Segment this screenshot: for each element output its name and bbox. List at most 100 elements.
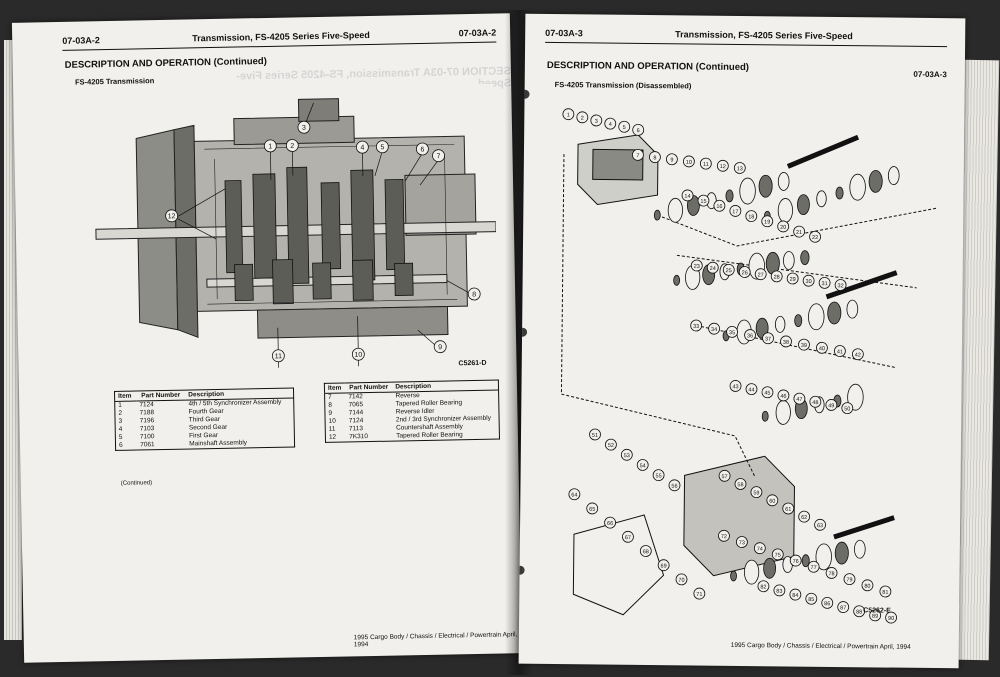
callout-label: 34 [711, 327, 717, 333]
callout-label: 87 [840, 605, 846, 611]
callout-label: 10 [354, 352, 362, 359]
callout-circle [632, 149, 644, 161]
callout-circle [869, 609, 882, 622]
callout-circle [816, 341, 828, 354]
assembly-line [676, 254, 917, 289]
callout-circle [853, 605, 866, 618]
callout-circle [757, 580, 770, 593]
col-header-item: Item [324, 383, 346, 394]
section-title: DESCRIPTION AND OPERATION (Continued) [546, 59, 750, 74]
callout-label: 72 [721, 534, 727, 540]
figure-code: C5261-D [458, 359, 487, 368]
gear-part [730, 570, 737, 582]
callout-label: 33 [693, 324, 699, 330]
callout-circle [708, 322, 721, 335]
callout-label: 3 [302, 125, 306, 132]
callout-label: 49 [828, 403, 834, 409]
callout-label: 12 [720, 164, 726, 170]
gear-part [777, 198, 793, 223]
callout-circle [761, 386, 774, 399]
callout-circle [697, 194, 710, 207]
callout-label: 36 [747, 333, 753, 339]
callout-label: 4 [360, 145, 364, 152]
callout-label: 59 [753, 490, 759, 496]
callout-circle [620, 448, 633, 461]
callout-label: 5 [623, 125, 626, 131]
callout-label: 14 [684, 194, 690, 200]
callout-circle [851, 348, 864, 361]
callout-circle [834, 279, 847, 291]
callout-circle [604, 117, 617, 130]
callout-circle [706, 261, 719, 274]
gear-part [835, 186, 844, 200]
callout-label: 47 [796, 397, 802, 403]
callout-circle [750, 486, 763, 499]
callout-circle [639, 545, 652, 557]
callout-circle [773, 584, 786, 597]
gear-part [763, 557, 777, 579]
callout-label: 26 [742, 270, 748, 276]
callout-label: 2 [581, 116, 584, 122]
callout-circle [618, 120, 631, 133]
transmission-cutaway-figure: 1 2 3 4 5 6 7 8 9 10 11 12 [73, 83, 499, 372]
gear-part [887, 166, 900, 185]
callout-circle [649, 151, 661, 163]
assembly-line [657, 207, 938, 247]
callout-label: 80 [864, 584, 870, 590]
callout-label: 29 [790, 277, 796, 283]
gear-part [846, 299, 859, 319]
figure-title: FS-4205 Transmission (Disassembled) [554, 80, 692, 91]
gear-part [827, 301, 842, 325]
callout-circle [762, 332, 774, 345]
callout-label: 21 [796, 230, 802, 236]
callout-circle [745, 210, 758, 222]
callout-circle [789, 588, 802, 601]
callout-label: 45 [764, 391, 770, 397]
callout-circle [590, 114, 603, 127]
callout-circle [605, 438, 617, 451]
callout-label: 9 [670, 158, 673, 164]
callout-label: 85 [808, 597, 814, 603]
gear-part [868, 169, 883, 193]
callout-label: 81 [882, 590, 888, 596]
callout-label: 7 [437, 153, 441, 160]
callout-label: 79 [846, 577, 852, 583]
callout-label: 76 [793, 559, 799, 565]
binding-hole [518, 565, 525, 575]
gear-part [725, 189, 734, 203]
callout-label: 10 [686, 160, 692, 166]
output-shaft [833, 515, 895, 540]
callout-circle [789, 554, 802, 567]
gear-part [739, 177, 756, 205]
callout-circle [576, 111, 589, 124]
callout-label: 35 [729, 330, 735, 336]
callout-label: 6 [420, 146, 424, 153]
countershaft [825, 270, 898, 300]
callout-label: 69 [661, 563, 667, 569]
callout-label: 44 [748, 387, 754, 393]
callout-label: 43 [732, 384, 738, 390]
bell-housing [572, 514, 665, 616]
callout-label: 40 [819, 346, 825, 352]
callout-circle [681, 189, 694, 202]
callout-label: 22 [812, 235, 818, 241]
callout-circle [777, 389, 790, 402]
callout-label: 62 [801, 515, 807, 521]
callout-circle [733, 162, 746, 174]
callout-label: 1 [268, 143, 272, 150]
callout-label: 48 [812, 400, 818, 406]
callout-circle [682, 155, 695, 168]
callout-label: 23 [694, 264, 700, 270]
callout-label: 38 [783, 340, 789, 346]
callout-circle [690, 259, 703, 272]
callout-label: 24 [710, 266, 716, 272]
callout-circle [861, 579, 874, 592]
callout-label: 8 [653, 155, 656, 161]
callout-label: 51 [592, 433, 598, 439]
shift-rail-block [592, 148, 644, 181]
callout-label: 1 [567, 112, 570, 118]
callout-label: 11 [275, 353, 283, 360]
callout-label: 41 [837, 349, 843, 355]
callout-circle [718, 469, 731, 482]
